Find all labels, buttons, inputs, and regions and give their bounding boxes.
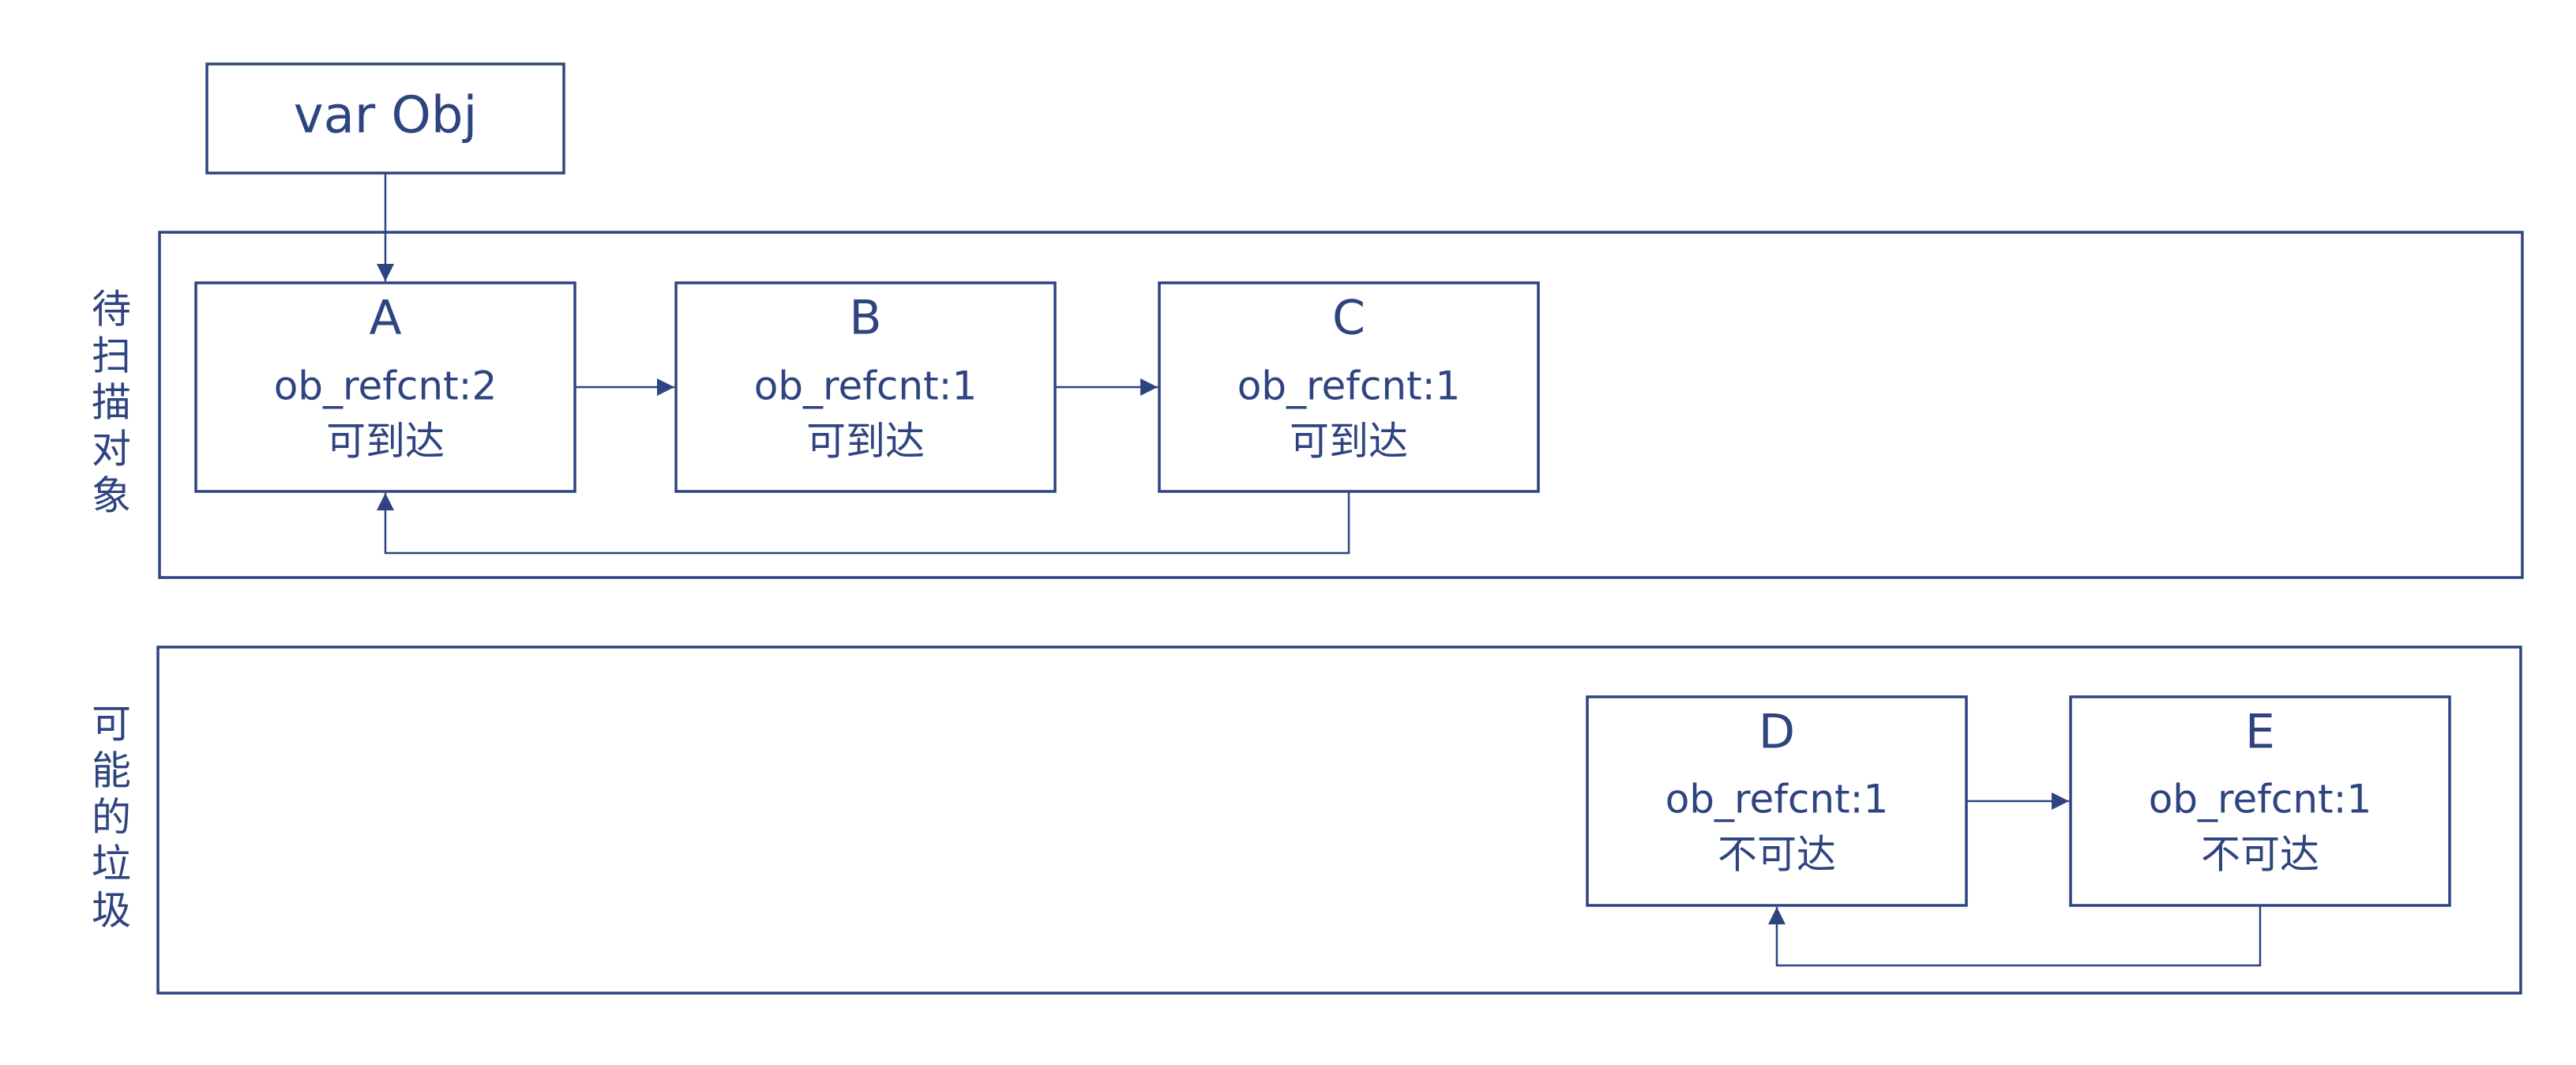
group-possible-garbage: 可 能 的 垃 圾	[92, 645, 2522, 995]
node-name: B	[849, 291, 881, 346]
group-garbage-label-char: 能	[92, 748, 131, 794]
node-status: 不可达	[1718, 832, 1836, 878]
group-scan-label-char: 描	[92, 380, 131, 426]
node-refcnt: ob_refcnt:1	[2149, 777, 2372, 822]
group-garbage-label-char: 垃	[92, 841, 131, 887]
group-scan-label-char: 扫	[92, 333, 131, 379]
node-e: E ob_refcnt:1 不可达	[2069, 695, 2451, 907]
node-name: C	[1332, 291, 1365, 346]
node-status: 不可达	[2201, 832, 2319, 878]
node-refcnt: ob_refcnt:2	[274, 363, 498, 409]
node-name: D	[1759, 705, 1795, 760]
node-refcnt: ob_refcnt:1	[1237, 363, 1461, 409]
node-refcnt: ob_refcnt:1	[754, 363, 978, 409]
edge-e-to-d	[1768, 905, 2262, 967]
group-garbage-label-char: 圾	[92, 888, 131, 934]
node-refcnt: ob_refcnt:1	[1665, 777, 1889, 822]
node-name: A	[369, 291, 401, 346]
var-obj-box: var Obj	[205, 62, 565, 175]
node-status: 可到达	[326, 419, 445, 465]
node-name: E	[2245, 705, 2275, 760]
var-obj-label: var Obj	[294, 87, 478, 145]
node-c: C ob_refcnt:1 可到达	[1158, 281, 1540, 493]
group-garbage-label-char: 可	[92, 702, 131, 747]
node-a: A ob_refcnt:2 可到达	[194, 281, 576, 493]
group-garbage-label-char: 的	[92, 795, 131, 841]
node-b: B ob_refcnt:1 可到达	[674, 281, 1057, 493]
group-scan-label-char: 待	[92, 287, 131, 333]
node-d: D ob_refcnt:1 不可达	[1586, 695, 1968, 907]
group-scan-label-char: 象	[92, 473, 131, 519]
node-status: 可到达	[1290, 419, 1408, 465]
node-status: 可到达	[806, 419, 925, 465]
edge-c-to-a	[377, 491, 1350, 555]
group-scan-label-char: 对	[92, 427, 131, 472]
group-scan-objects: 待 扫 描 对 象	[92, 231, 2524, 579]
